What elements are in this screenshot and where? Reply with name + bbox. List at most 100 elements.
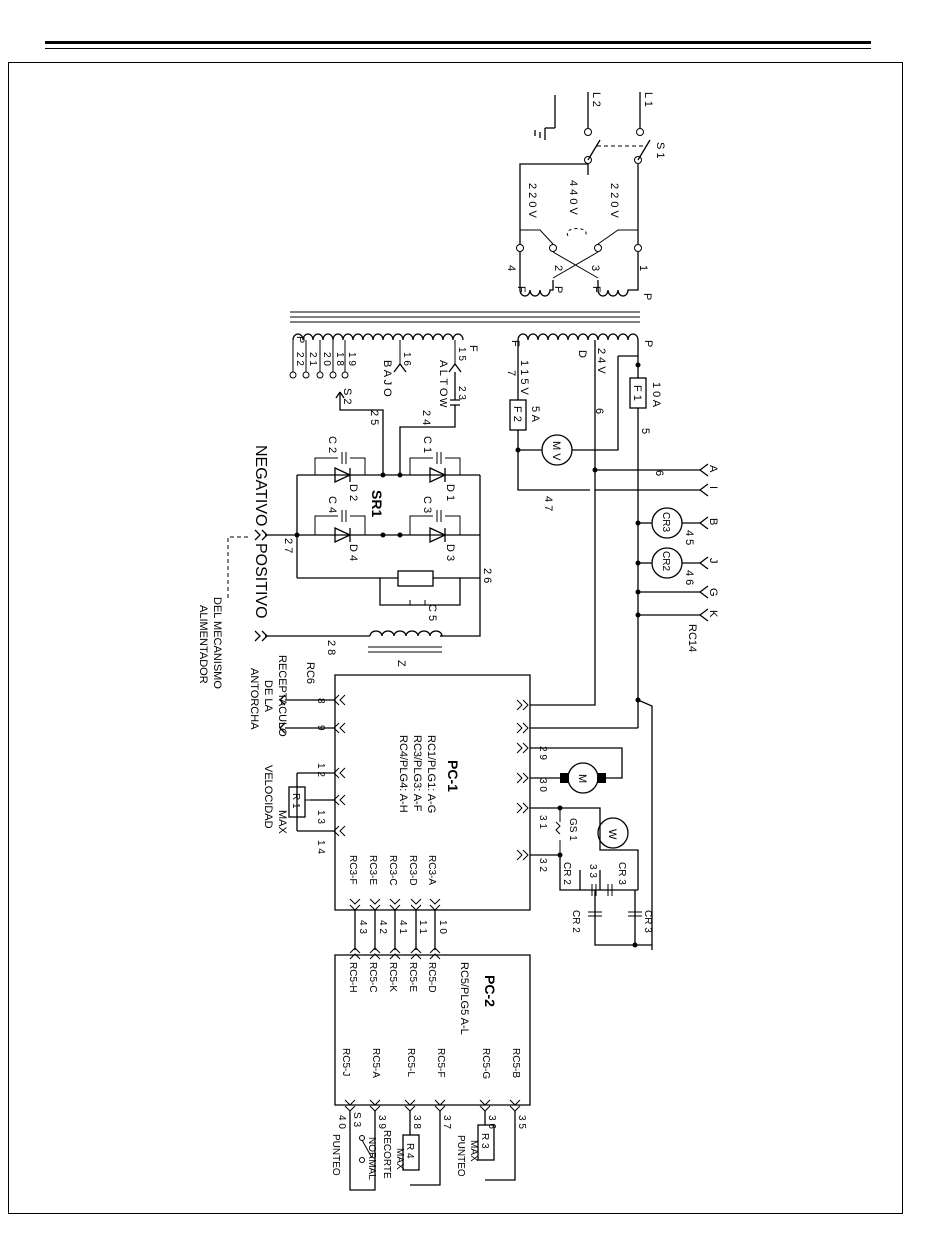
- label-115v: 1 1 5 V: [518, 360, 530, 396]
- label-rc5-c: RC5-C: [367, 962, 378, 993]
- pc1-board: [279, 470, 653, 950]
- label-n28: 2 8: [325, 640, 337, 655]
- label-n8: 8: [315, 698, 326, 704]
- label-rc6: RC6: [304, 662, 316, 684]
- label-rc5-a: RC5-A: [370, 1048, 381, 1078]
- welding-secondary: [289, 333, 464, 475]
- label-fuse1: F 1: [631, 385, 643, 401]
- label-a: A: [707, 465, 719, 473]
- label-n30: 3 0: [537, 778, 548, 792]
- label-pc2-line1: RC5/PLG5 A-L: [458, 962, 470, 1035]
- label-sec-p: P: [642, 340, 654, 347]
- label-n37: 3 7: [441, 1115, 452, 1129]
- label-rc5-j: RC5-J: [340, 1048, 351, 1076]
- label-n32: 3 2: [537, 858, 548, 872]
- label-n14: 1 4: [315, 840, 326, 854]
- label-motor: M: [576, 774, 588, 783]
- label-rc3-f: RC3-F: [347, 855, 358, 884]
- label-negativo: NEGATIVO: [252, 445, 269, 527]
- label-f-primary: F: [515, 286, 527, 293]
- pc2-board: [334, 947, 531, 1191]
- label-max-2: MAX: [468, 1140, 479, 1162]
- label-n12: 1 2: [315, 763, 326, 777]
- label-cr3-contact: CR 3: [616, 862, 627, 885]
- label-cr2-contact: CR 2: [561, 862, 572, 885]
- label-s3: S 3: [351, 1112, 362, 1127]
- label-cr3-cap: CR 3: [642, 910, 653, 933]
- label-n5: 5: [639, 428, 651, 434]
- label-r1: R 1: [290, 793, 301, 809]
- label-velocidad: VELOCIDAD: [262, 765, 274, 829]
- label-n27: 2 7: [282, 538, 294, 553]
- label-rc5-f: RC5-F: [435, 1048, 446, 1077]
- label-n40: 4 0: [336, 1115, 347, 1129]
- diagram-frame: [8, 62, 903, 1214]
- label-j: J: [707, 558, 719, 564]
- label-tap-20: 2 0: [321, 352, 332, 366]
- label-s2: S 2: [341, 388, 353, 405]
- label-rc3-a: RC3-A: [426, 855, 437, 885]
- label-440v: 4 4 0 V: [567, 180, 579, 216]
- power-input: [516, 92, 651, 297]
- label-de-la: DE LA: [262, 680, 274, 712]
- label-g: G: [707, 588, 719, 597]
- label-n4: 4: [505, 265, 517, 271]
- label-bajo: B A J O: [381, 360, 393, 397]
- label-n10: 1 0: [437, 920, 448, 934]
- label-c3: C 3: [421, 496, 433, 513]
- label-p2-primary: P: [552, 286, 564, 293]
- label-n33: 3 3: [587, 864, 598, 878]
- label-n6: 6: [593, 408, 605, 414]
- label-sr1: SR1: [369, 490, 385, 517]
- label-b: B: [707, 518, 719, 525]
- label-n46: 4 6: [683, 570, 695, 585]
- label-n9: 9: [315, 725, 326, 731]
- label-punteo-2: PUNTEO: [330, 1134, 341, 1176]
- label-c2: C 2: [326, 436, 338, 453]
- label-positivo: POSITIVO: [252, 543, 269, 619]
- label-n6b: 6: [653, 470, 665, 476]
- label-l2: L 2: [590, 92, 602, 107]
- label-gs1: GS 1: [567, 818, 578, 841]
- label-n41: 4 1: [397, 920, 408, 934]
- label-24v: 2 4 V: [595, 348, 607, 374]
- control-secondary: [509, 333, 709, 700]
- label-pc1-line3: RC4/PLG4: A-H: [397, 735, 409, 813]
- label-n35: 3 5: [516, 1115, 527, 1129]
- label-n3: 3: [589, 265, 601, 271]
- label-w-meter: W: [606, 829, 618, 840]
- label-cr2-cap: CR 2: [570, 910, 581, 933]
- label-d4: D 4: [347, 544, 359, 561]
- label-antorcha: ANTORCHA: [248, 668, 260, 730]
- label-rc3-e: RC3-E: [367, 855, 378, 885]
- label-n25: 2 5: [368, 410, 380, 425]
- label-cr3-coil: CR3: [660, 512, 671, 532]
- label-n13: 1 3: [315, 810, 326, 824]
- label-fuse2-val: 5 A: [529, 406, 541, 423]
- label-fuse2: F 2: [511, 406, 523, 422]
- label-rc14: RC14: [686, 624, 698, 652]
- label-n29: 2 9: [537, 746, 548, 760]
- label-p-primary: P: [641, 293, 653, 300]
- label-rc3-d: RC3-D: [407, 855, 418, 886]
- label-tap-19: 1 9: [346, 352, 357, 366]
- label-d3: D 3: [444, 544, 456, 561]
- label-del-mecanismo: DEL MECANISMO: [211, 597, 223, 689]
- label-rc5-h: RC5-H: [347, 962, 358, 993]
- top-rule-thick: [45, 41, 871, 44]
- label-max-1: MAX: [276, 810, 288, 835]
- label-d2: D 2: [347, 484, 359, 501]
- label-punteo-1: PUNTEO: [455, 1135, 466, 1177]
- label-n23: 2 3: [456, 386, 467, 400]
- label-cr2-coil: CR2: [660, 551, 671, 571]
- transformer-core: [290, 311, 640, 323]
- label-k: K: [707, 610, 719, 618]
- label-sec-d: D: [576, 350, 588, 358]
- label-tap-16: 1 6: [401, 352, 412, 366]
- rectifier-bridge: [227, 452, 481, 653]
- label-n7: 7: [505, 370, 517, 376]
- label-n2: 2: [552, 265, 564, 271]
- label-rc3-c: RC3-C: [387, 855, 398, 886]
